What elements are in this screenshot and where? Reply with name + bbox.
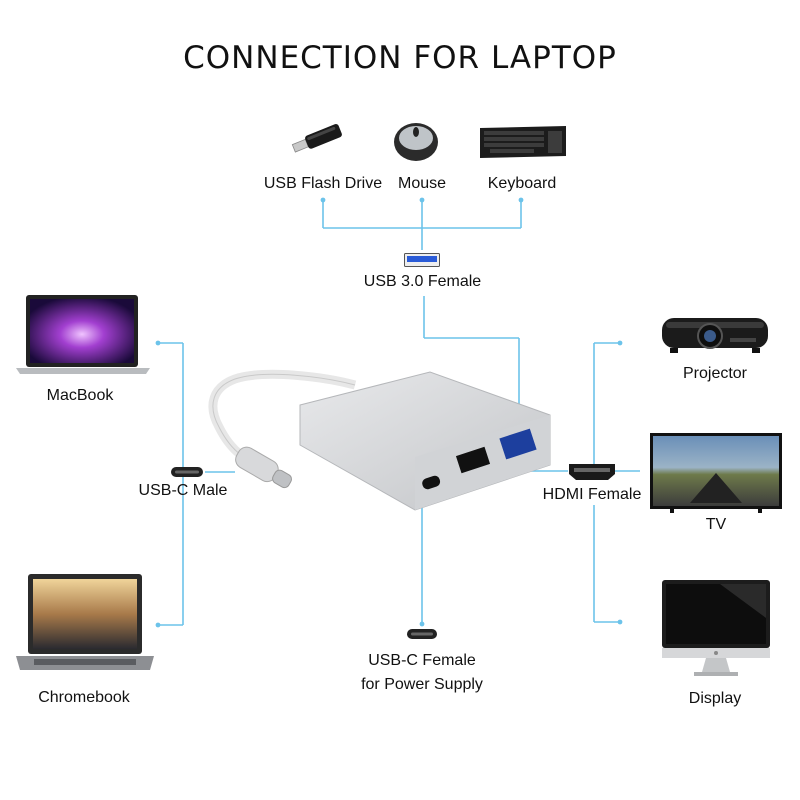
chromebook-label: Chromebook [38, 689, 130, 706]
projector-icon [662, 318, 768, 353]
projector-label: Projector [682, 365, 748, 382]
keyboard-icon [480, 126, 566, 158]
usb-c-female-label-line1: USB-C Female [368, 652, 476, 669]
tv-icon [650, 433, 782, 513]
hdmi-female-label: HDMI Female [542, 486, 642, 503]
mouse-icon [394, 123, 438, 161]
usb-c-male-label: USB-C Male [138, 482, 228, 499]
display-label: Display [688, 690, 742, 707]
keyboard-label: Keyboard [487, 175, 557, 192]
usb-c-hub-adapter [208, 369, 551, 511]
usb-c-female-icon [407, 629, 437, 639]
usb-c-female-label-line2: for Power Supply [361, 676, 483, 693]
usb-flash-drive-label: USB Flash Drive [263, 175, 383, 192]
mouse-label: Mouse [397, 175, 447, 192]
usb-port-icon [404, 253, 440, 267]
macbook-icon [16, 295, 150, 374]
usb3-female-label: USB 3.0 Female [363, 273, 482, 290]
hdmi-port-icon [569, 464, 615, 480]
page-title: CONNECTION FOR LAPTOP [183, 40, 617, 76]
usb-flash-drive-icon [291, 124, 342, 153]
chromebook-icon [16, 574, 154, 670]
tv-label: TV [705, 516, 727, 533]
macbook-label: MacBook [46, 387, 114, 404]
usb-c-port-icon [171, 467, 203, 477]
display-icon [662, 580, 770, 676]
